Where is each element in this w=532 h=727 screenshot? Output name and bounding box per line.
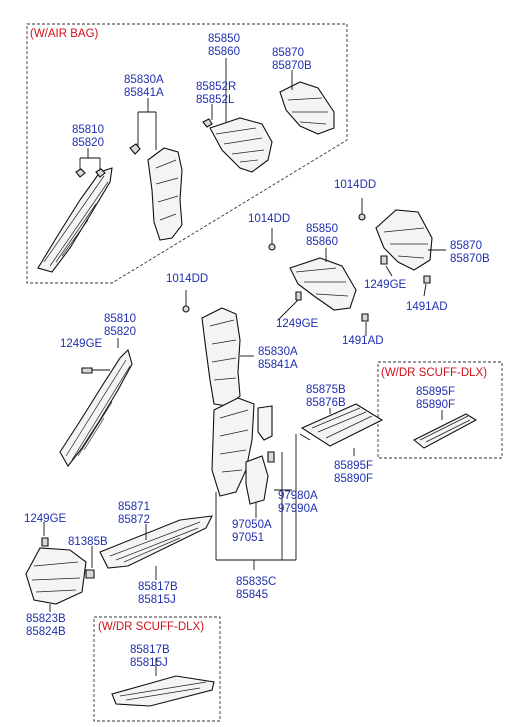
callout-85824b: 85824B (26, 626, 66, 638)
callout-1249ge-cowl: 1249GE (24, 513, 67, 525)
callout-85841a: 85841A (258, 359, 298, 371)
callout-85823b: 85823B (26, 613, 66, 625)
center-pillar-upper-trim-airbag (129, 143, 183, 241)
callout-85860: 85860 (306, 236, 338, 248)
screw-1014dd-right (358, 198, 366, 221)
bolt-1249ge-left (81, 367, 93, 374)
callout-labels: 85850 85860 85870 85870B 85830A 85841A 8… (24, 33, 490, 669)
belt-cover-lower (245, 455, 269, 505)
rear-door-scuff (300, 403, 384, 447)
callout-85876b: 85876B (306, 397, 346, 409)
clip-airbag-2 (95, 168, 106, 178)
front-pillar-trim-airbag (37, 167, 113, 273)
leader-lines (43, 58, 446, 676)
callout-81385b: 81385B (68, 536, 108, 548)
screw-1014dd-middle (268, 228, 276, 251)
callout-85872: 85872 (118, 514, 150, 526)
callout-85845: 85845 (236, 589, 268, 601)
callout-85830a: 85830A (258, 346, 298, 358)
callout-1014dd-middle: 1014DD (248, 213, 290, 225)
callout-97050a: 97050A (232, 519, 272, 531)
callout-85850-airbag: 85850 (208, 33, 240, 45)
callout-85890f: 85890F (334, 473, 373, 485)
callout-85870b-airbag: 85870B (272, 60, 312, 72)
clip-airbag-1 (75, 168, 86, 178)
callout-85890f-dlx: 85890F (416, 399, 455, 411)
callout-85895f: 85895F (334, 460, 373, 472)
callout-1249ge-quarter: 1249GE (364, 279, 407, 291)
callout-1014dd-right: 1014DD (334, 179, 376, 191)
clip-1491ad-a (423, 275, 431, 284)
callout-85815j: 85815J (138, 594, 176, 606)
callout-1249ge-rear-pillar: 1249GE (276, 318, 319, 330)
callout-85810-airbag: 85810 (72, 124, 104, 136)
bolt-1249ge-a (380, 255, 388, 265)
callout-97051: 97051 (232, 532, 264, 544)
callout-85815j-dlx: 85815J (130, 657, 168, 669)
clip-1491ad-b (361, 313, 369, 322)
callout-1491ad-right: 1491AD (406, 301, 448, 313)
callout-85810: 85810 (104, 313, 136, 325)
rear-pillar-trim-airbag (202, 117, 273, 173)
callout-85820: 85820 (104, 326, 136, 338)
callout-85852r: 85852R (196, 81, 236, 93)
scuff-option-box-bottom (93, 616, 221, 722)
callout-85870-airbag: 85870 (272, 47, 304, 59)
callout-85852l: 85852L (196, 94, 235, 106)
cowl-side-trim (25, 547, 87, 605)
callout-85850: 85850 (306, 223, 338, 235)
scuff-option-box-top (377, 361, 503, 459)
center-pillar-upper-trim (201, 307, 241, 407)
callout-85895f-dlx: 85895F (416, 386, 455, 398)
callout-85817b: 85817B (138, 581, 178, 593)
callout-85830a-airbag: 85830A (124, 74, 164, 86)
scuff-section-label-top: (W/DR SCUFF-DLX) (381, 367, 487, 379)
scuff-section-label-bottom: (W/DR SCUFF-DLX) (98, 621, 204, 633)
callout-85870: 85870 (450, 240, 482, 252)
front-door-scuff (99, 515, 213, 569)
rear-door-scuff-dlx (412, 413, 478, 449)
callout-85841a-airbag: 85841A (124, 87, 164, 99)
callout-85820-airbag: 85820 (72, 137, 104, 149)
bolt-1249ge-b (295, 291, 302, 301)
callout-85860-airbag: 85860 (208, 46, 240, 58)
callout-85835c: 85835C (236, 576, 276, 588)
clip-81385b (85, 569, 95, 579)
screw-1014dd-lower (182, 290, 190, 313)
belt-cover-upper (257, 405, 273, 441)
callout-85870b: 85870B (450, 253, 490, 265)
callout-97980a: 97980A (278, 490, 318, 502)
airbag-group-box (26, 23, 348, 284)
quarter-trim (375, 209, 433, 271)
front-door-scuff-dlx (111, 675, 215, 707)
airbag-section-label: (W/AIR BAG) (30, 28, 99, 40)
bolt-1249ge-cowl (41, 537, 49, 547)
callout-97990a: 97990A (278, 503, 318, 515)
front-pillar-trim (59, 348, 133, 467)
quarter-trim-airbag (279, 81, 335, 135)
callout-85875b: 85875B (306, 384, 346, 396)
callout-85871: 85871 (118, 501, 150, 513)
callout-1249ge-left: 1249GE (60, 338, 103, 350)
rear-pillar-trim (289, 257, 357, 311)
cover-97050a (267, 451, 275, 463)
callout-1491ad-center: 1491AD (342, 335, 384, 347)
callout-85817b-dlx: 85817B (130, 644, 170, 656)
callout-1014dd-lower: 1014DD (166, 273, 208, 285)
